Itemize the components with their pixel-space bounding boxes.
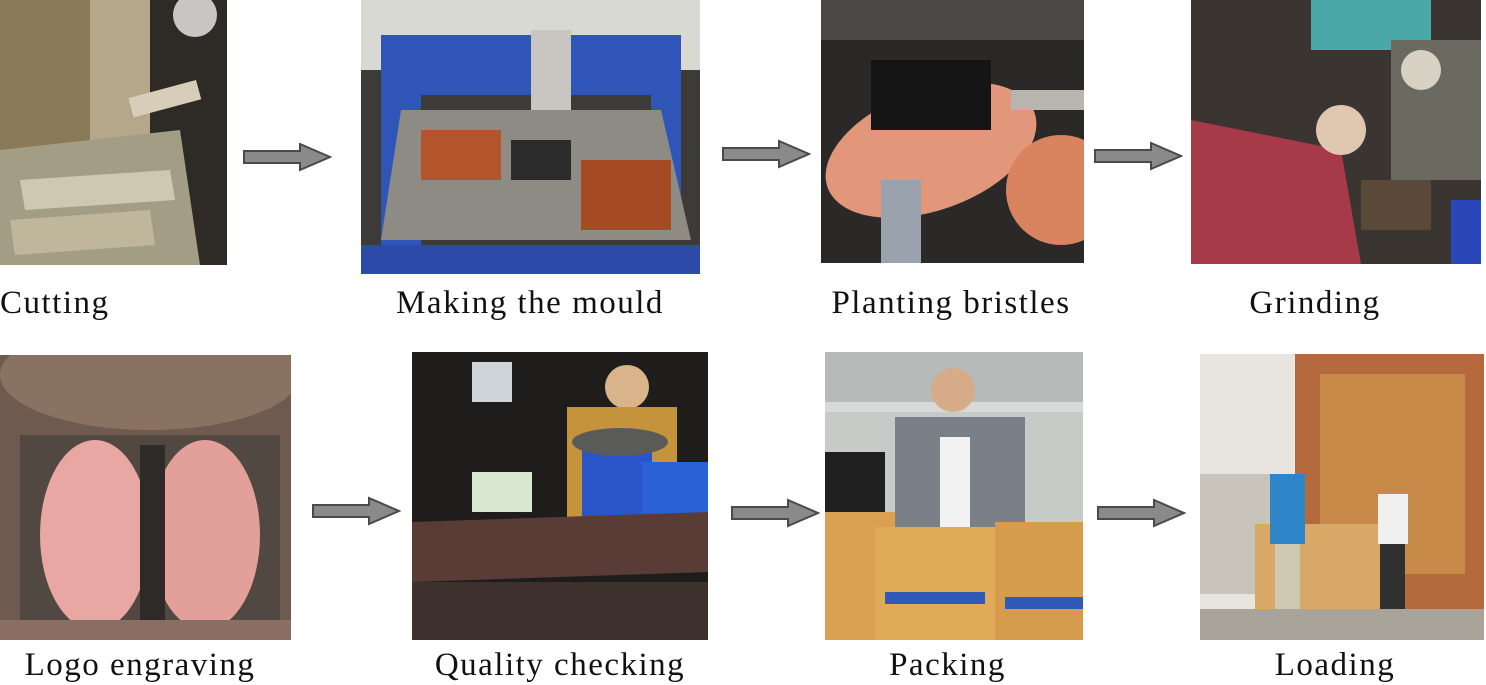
arrow-right-icon bbox=[721, 139, 811, 169]
photo-packing bbox=[825, 352, 1083, 640]
caption-loading: Loading bbox=[1274, 647, 1396, 683]
arrow-right-icon bbox=[311, 496, 401, 526]
caption-planting-bristles: Planting bristles bbox=[831, 285, 1071, 321]
caption-making-the-mould: Making the mould bbox=[396, 285, 664, 321]
arrow-right-icon bbox=[1093, 141, 1183, 171]
photo-logo-engraving bbox=[0, 355, 291, 640]
caption-quality-checking: Quality checking bbox=[434, 647, 686, 683]
arrow-right-icon bbox=[730, 498, 820, 528]
photo-loading bbox=[1200, 354, 1484, 640]
caption-packing: Packing bbox=[889, 647, 1006, 683]
arrow-right-icon bbox=[242, 142, 332, 172]
photo-making-the-mould bbox=[361, 0, 700, 274]
photo-planting-bristles bbox=[821, 0, 1084, 263]
arrow-right-icon bbox=[1096, 498, 1186, 528]
caption-logo-engraving: Logo engraving bbox=[24, 647, 256, 683]
photo-grinding bbox=[1191, 0, 1481, 264]
caption-cutting: Cutting bbox=[0, 285, 110, 321]
caption-grinding: Grinding bbox=[1249, 285, 1381, 321]
photo-cutting bbox=[0, 0, 227, 265]
photo-quality-checking bbox=[412, 352, 708, 640]
